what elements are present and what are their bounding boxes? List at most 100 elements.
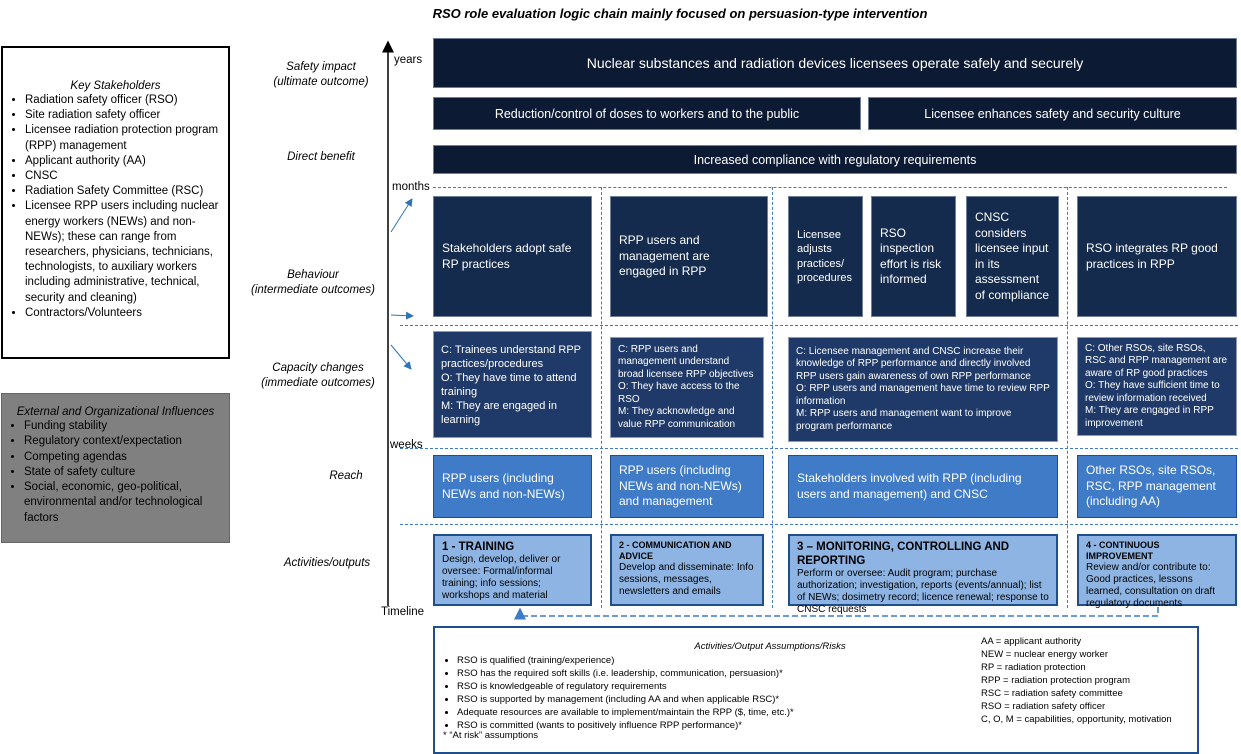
assumption-item: RSO is qualified (training/experience): [457, 654, 957, 667]
level-label-ultimate: (ultimate outcome): [273, 76, 369, 88]
assumption-item: RSO is committed (wants to positively in…: [457, 719, 957, 732]
level-label-immediate: (immediate outcomes): [261, 377, 375, 389]
reach-box-improvement: Other RSOs, site RSOs, RSC, RPP manageme…: [1077, 455, 1237, 518]
stakeholder-item: Licensee RPP users including nuclear ene…: [25, 199, 222, 305]
behaviour-capacity-divider: [400, 325, 1238, 326]
activity-training-title: 1 - TRAINING: [442, 541, 515, 553]
influence-item: Social, economic, geo-political, environ…: [24, 480, 223, 526]
reach-activity-divider: [400, 524, 1238, 525]
capacity-training-m: M: They are engaged in learning: [441, 399, 557, 426]
capacity-box-training: C: Trainees understand RPP practices/pro…: [433, 331, 592, 438]
capacity-communication-m: M: They acknowledge and value RPP commun…: [618, 406, 736, 430]
influence-item: Regulatory context/expectation: [24, 434, 223, 449]
level-label-activities: Activities/outputs: [283, 557, 371, 569]
stakeholder-item: Contractors/Volunteers: [25, 306, 222, 321]
capacity-improvement-m: M: They are engaged in RPP improvement: [1085, 405, 1214, 429]
capacity-monitoring-o: O: RPP users and management have time to…: [796, 383, 1050, 407]
reach-box-training: RPP users (including NEWs and non-NEWs): [433, 455, 592, 518]
timeline-years: years: [394, 54, 423, 66]
abbreviation-item: RSC = radiation safety committee: [981, 688, 1123, 699]
stakeholder-item: Site radiation safety officer: [25, 108, 222, 123]
key-stakeholders-title: Key Stakeholders: [70, 80, 161, 92]
abbreviation-item: RP = radiation protection: [981, 662, 1086, 673]
dose-reduction-box: Reduction/control of doses to workers an…: [433, 97, 861, 130]
behaviour-box-cnsc-considers: CNSC considers licensee input in its ass…: [966, 196, 1059, 317]
abbreviation-item: AA = applicant authority: [981, 636, 1082, 647]
assumption-item: RSO is supported by management (includin…: [457, 693, 957, 706]
behaviour-box-rso-inspection: RSO inspection effort is risk informed: [871, 196, 956, 317]
activity-monitoring-text: Perform or oversee: Audit program; purch…: [797, 568, 1049, 615]
column-divider-2: [772, 187, 773, 608]
column-divider-3: [1067, 187, 1068, 608]
external-influences-list: Funding stability Regulatory context/exp…: [8, 419, 223, 526]
activity-improvement-text: Review and/or contribute to: Good practi…: [1086, 562, 1215, 609]
weeks-divider: [400, 448, 1238, 449]
assumption-item: Adequate resources are available to impl…: [457, 706, 957, 719]
level-label-behaviour-name: Behaviour: [287, 269, 339, 281]
arrow-to-behaviour-top: [390, 198, 413, 233]
level-label-intermediate: (intermediate outcomes): [251, 284, 375, 296]
at-risk-note: * “At risk” assumptions: [443, 730, 539, 741]
abbreviation-item: NEW = nuclear energy worker: [981, 649, 1108, 660]
safety-culture-box: Licensee enhances safety and security cu…: [868, 97, 1237, 130]
abbreviations-list: AA = applicant authority NEW = nuclear e…: [981, 635, 1191, 726]
behaviour-box-rso-integrates: RSO integrates RP good practices in RPP: [1077, 196, 1237, 317]
abbreviation-item: RPP = radiation protection program: [981, 675, 1131, 686]
level-label-behaviour: Behaviour (intermediate outcomes): [228, 268, 398, 298]
level-label-direct-benefit: Direct benefit: [287, 151, 355, 163]
assumption-item: RSO is knowledgeable of regulatory requi…: [457, 680, 957, 693]
direct-benefit-box: Increased compliance with regulatory req…: [433, 145, 1237, 174]
influence-item: Funding stability: [24, 419, 223, 434]
capacity-box-monitoring: C: Licensee management and CNSC increase…: [788, 337, 1058, 442]
activity-box-training: 1 - TRAINING Design, develop, deliver or…: [433, 534, 592, 606]
level-label-safety-impact: Safety impact (ultimate outcome): [258, 60, 384, 90]
activity-box-improvement: 4 - CONTINUOUS IMPROVEMENT Review and/or…: [1077, 534, 1237, 609]
level-label-capacity-name: Capacity changes: [272, 362, 364, 374]
capacity-box-improvement: C: Other RSOs, site RSOs, RSC and RPP ma…: [1077, 337, 1237, 436]
ultimate-outcome-box: Nuclear substances and radiation devices…: [433, 38, 1237, 88]
behaviour-box-stakeholders: Stakeholders adopt safe RP practices: [433, 196, 592, 317]
level-label-safety-impact-name: Safety impact: [286, 61, 356, 73]
diagram-title: RSO role evaluation logic chain mainly f…: [432, 6, 928, 21]
stakeholder-item: CNSC: [25, 169, 222, 184]
abbreviation-item: C, O, M = capabilities, opportunity, mot…: [981, 714, 1172, 725]
column-divider-1: [601, 187, 602, 608]
assumptions-title: Activities/Output Assumptions/Risks: [694, 641, 846, 652]
stakeholder-item: Radiation safety officer (RSO): [25, 93, 222, 108]
timeline-weeks: weeks: [390, 439, 423, 451]
key-stakeholders-box: Key Stakeholders Radiation safety office…: [1, 46, 230, 359]
capacity-box-communication: C: RPP users and management understand b…: [610, 337, 764, 438]
reach-box-communication: RPP users (including NEWs and non-NEWs) …: [610, 455, 764, 518]
activity-communication-title: 2 - COMMUNICATION AND ADVICE: [619, 540, 732, 561]
timeline-months: months: [392, 181, 430, 193]
capacity-training-c: C: Trainees understand RPP practices/pro…: [441, 343, 581, 370]
months-divider: [433, 187, 1227, 188]
activity-communication-text: Develop and disseminate: Info sessions, …: [619, 562, 754, 597]
stakeholder-item: Licensee radiation protection program (R…: [25, 123, 222, 153]
stakeholder-item: Applicant authority (AA): [25, 154, 222, 169]
capacity-communication-o: O: They have access to the RSO: [618, 381, 740, 405]
level-label-reach: Reach: [329, 470, 363, 482]
reach-box-monitoring: Stakeholders involved with RPP (includin…: [788, 455, 1058, 518]
capacity-improvement-o: O: They have sufficient time to review i…: [1085, 380, 1220, 404]
assumption-item: RSO has the required soft skills (i.e. l…: [457, 667, 957, 680]
assumptions-list: RSO is qualified (training/experience) R…: [443, 654, 957, 732]
activity-box-communication: 2 - COMMUNICATION AND ADVICE Develop and…: [610, 534, 764, 606]
capacity-monitoring-m: M: RPP users and management want to impr…: [796, 408, 1012, 432]
activity-monitoring-title: 3 – MONITORING, CONTROLLING AND REPORTIN…: [797, 541, 1010, 567]
level-label-capacity: Capacity changes (immediate outcomes): [238, 361, 398, 391]
abbreviation-item: RSO = radiation safety officer: [981, 701, 1106, 712]
capacity-monitoring-c: C: Licensee management and CNSC increase…: [796, 345, 1031, 382]
activity-training-text: Design, develop, deliver or oversee: For…: [442, 554, 561, 601]
timeline-label: Timeline: [381, 606, 425, 618]
arrow-to-behaviour-bottom: [390, 311, 414, 320]
external-influences-title: External and Organizational Influences: [16, 406, 215, 418]
behaviour-box-licensee-adjusts: Licensee adjusts practices/ procedures: [788, 196, 863, 317]
key-stakeholders-list: Radiation safety officer (RSO) Site radi…: [9, 93, 222, 321]
capacity-training-o: O: They have time to attend training: [441, 371, 577, 398]
capacity-communication-c: C: RPP users and management understand b…: [618, 343, 754, 380]
assumptions-box: Activities/Output Assumptions/Risks RSO …: [433, 626, 1199, 754]
influence-item: Competing agendas: [24, 450, 223, 465]
activity-improvement-title: 4 - CONTINUOUS IMPROVEMENT: [1086, 540, 1160, 561]
external-influences-box: External and Organizational Influences F…: [1, 393, 230, 543]
